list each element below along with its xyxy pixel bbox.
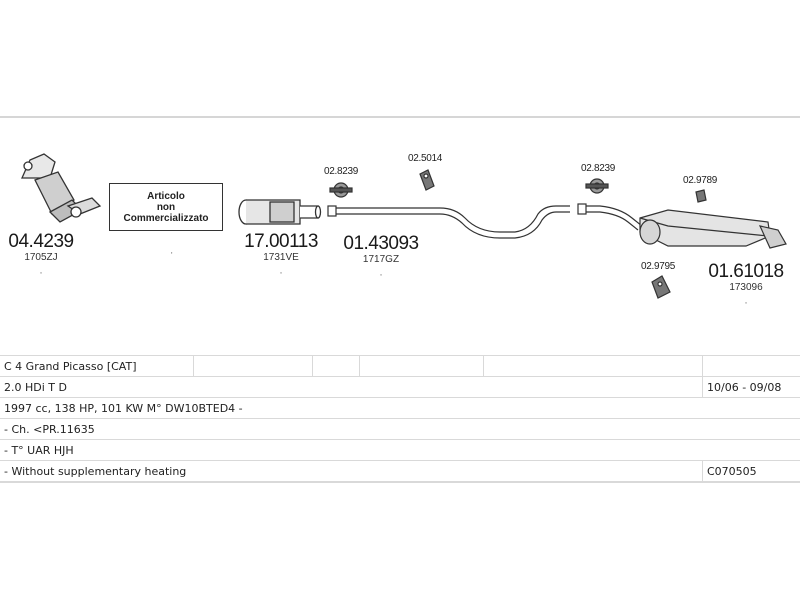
spec-cell: 1997 cc, 138 HP, 101 KW M° DW10BTED4 - <box>0 397 800 419</box>
part-ref: 1717GZ <box>362 254 400 265</box>
table-row: C 4 Grand Picasso [CAT] <box>0 355 800 377</box>
table-row: - Ch. <PR.11635 <box>0 418 800 440</box>
not-available-line-2: non <box>156 201 176 213</box>
hanger-fitting-1 <box>419 169 435 191</box>
part-middle-pipe[interactable]: 01.43093 1717GZ ' <box>340 234 422 282</box>
not-available-line-3: Commercializzato <box>123 212 209 224</box>
table-row: 2.0 HDi T D 10/06 - 09/08 <box>0 376 800 398</box>
part-ref: 173096 <box>729 282 763 293</box>
part-ref: 1705ZJ <box>24 252 58 263</box>
hanger-fitting-3 <box>651 275 671 299</box>
type-cell: - T° UAR HJH <box>0 439 800 461</box>
fitting-label-4: 02.9789 <box>683 175 718 186</box>
model-cell: C 4 Grand Picasso [CAT] <box>0 355 194 377</box>
particulate-filter-drawing <box>238 199 322 225</box>
exhaust-diagram <box>20 153 787 299</box>
top-border <box>0 116 800 118</box>
years-cell: 10/06 - 09/08 <box>702 376 800 398</box>
fitting-label-2: 02.5014 <box>408 153 443 164</box>
part-rear-silencer[interactable]: 01.61018 173096 ' <box>704 262 788 310</box>
not-available-line-1: Articolo <box>147 190 185 202</box>
part-catalytic-converter[interactable]: 04.4239 1705ZJ ' <box>6 232 76 280</box>
part-number: 01.61018 <box>708 261 784 282</box>
not-available-box: Articolo non Commercializzato <box>109 183 223 231</box>
catalytic-converter-drawing <box>20 153 102 223</box>
table-row: - Without supplementary heating C070505 <box>0 460 800 483</box>
clamp-fitting-1 <box>329 182 353 198</box>
code-cell: C070505 <box>702 460 800 483</box>
clamp-fitting-2 <box>585 178 609 194</box>
part-ref: 1731VE <box>263 252 299 263</box>
part-number: 17.00113 <box>244 231 318 252</box>
hanger-fitting-2 <box>695 189 707 203</box>
chassis-cell: - Ch. <PR.11635 <box>0 418 800 440</box>
part-particulate-filter[interactable]: 17.00113 1731VE ' <box>240 232 322 280</box>
rear-silencer-drawing <box>577 203 787 249</box>
fitting-label-3: 02.8239 <box>581 163 616 174</box>
table-row: - T° UAR HJH <box>0 439 800 461</box>
engine-cell: 2.0 HDi T D <box>0 376 703 398</box>
fitting-label-5: 02.9795 <box>641 261 676 272</box>
vehicle-info-table: C 4 Grand Picasso [CAT] 2.0 HDi T D 10/0… <box>0 355 800 483</box>
part-number: 04.4239 <box>8 231 74 252</box>
middle-pipe-drawing <box>327 205 570 239</box>
heating-cell: - Without supplementary heating <box>0 460 703 483</box>
fitting-label-1: 02.8239 <box>324 166 359 177</box>
table-row: 1997 cc, 138 HP, 101 KW M° DW10BTED4 - <box>0 397 800 419</box>
part-number: 01.43093 <box>343 233 419 254</box>
